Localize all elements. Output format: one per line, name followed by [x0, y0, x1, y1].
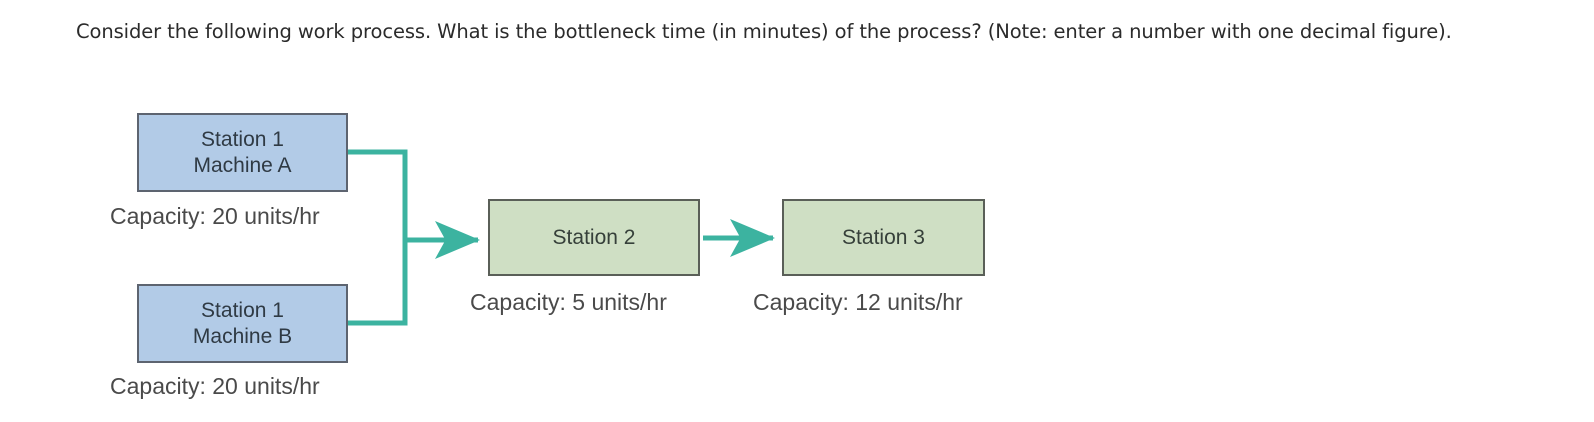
capacity-label-station-3: Capacity: 12 units/hr — [753, 289, 963, 315]
node-label-line-1: Station 1 — [201, 127, 284, 151]
connector-machine-b-to-merge — [348, 240, 408, 326]
connector-machine-a-to-merge — [348, 149, 408, 240]
node-label-line-1: Station 2 — [552, 225, 636, 249]
node-station-2: Station 2 — [488, 199, 700, 276]
node-label-line-1: Station 3 — [842, 225, 925, 249]
node-label-line-2: Machine A — [193, 153, 292, 177]
node-label-line-1: Station 1 — [201, 298, 284, 322]
node-station-3: Station 3 — [782, 199, 985, 276]
capacity-label-station-2: Capacity: 5 units/hr — [470, 289, 667, 315]
node-station-1-machine-b: Station 1 Machine B — [137, 284, 348, 363]
capacity-label-machine-b: Capacity: 20 units/hr — [110, 373, 320, 399]
node-station-1-machine-a: Station 1 Machine A — [137, 113, 348, 192]
node-label-line-2: Machine B — [192, 324, 293, 348]
question-prompt: Consider the following work process. Wha… — [76, 20, 1452, 43]
capacity-label-machine-a: Capacity: 20 units/hr — [110, 203, 320, 229]
